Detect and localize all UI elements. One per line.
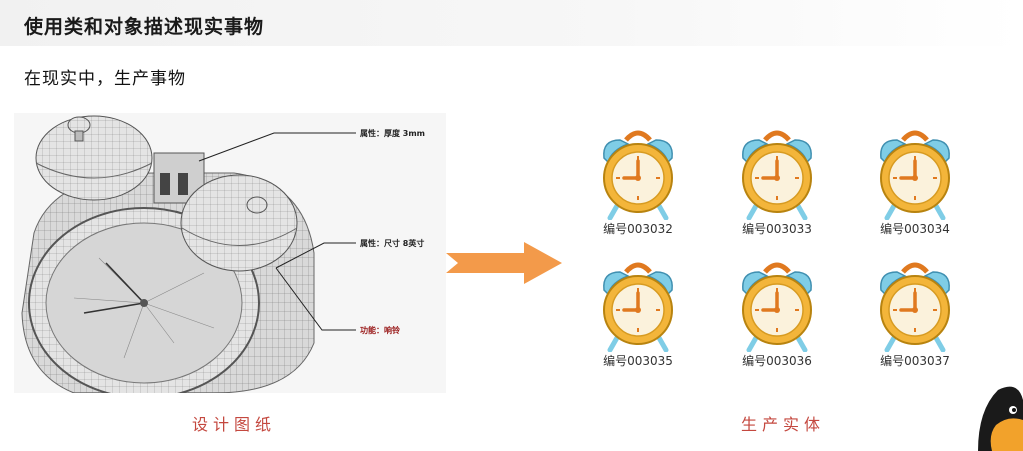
subtitle: 在现实中，生产事物 [24, 69, 186, 89]
clock-serial-label: 编号003035 [603, 354, 673, 368]
right-arrow-icon [446, 242, 562, 284]
alarm-clock-icon [603, 130, 673, 220]
product-clock-item: 编号003034 [865, 128, 965, 238]
alarm-clock-icon [880, 130, 950, 220]
alarm-clock-icon [742, 130, 812, 220]
design-caption: 设计图纸 [192, 415, 277, 434]
products-caption: 生产实体 [741, 415, 826, 434]
product-clock-item: 编号003036 [727, 260, 827, 370]
penguin-mascot-icon [978, 386, 1023, 451]
title-bar: 使用类和对象描述现实事物 [0, 0, 1023, 46]
clock-serial-label: 编号003036 [742, 354, 812, 368]
product-clock-item: 编号003035 [588, 260, 688, 370]
clock-serial-label: 编号003033 [742, 222, 812, 236]
product-clock-item: 编号003037 [865, 260, 965, 370]
product-clock-item: 编号003032 [588, 128, 688, 238]
clock-serial-label: 编号003034 [880, 222, 950, 236]
alarm-clock-icon [603, 262, 673, 352]
alarm-clock-icon [742, 262, 812, 352]
callout-thickness: 属性：厚度 3mm [360, 129, 426, 138]
callout-size: 属性：尺寸 8英寸 [360, 239, 425, 248]
clock-serial-label: 编号003037 [880, 354, 950, 368]
alarm-clock-icon [880, 262, 950, 352]
wireframe-alarm-clock-image [21, 115, 356, 393]
product-clock-item: 编号003033 [727, 128, 827, 238]
clock-serial-label: 编号003032 [603, 222, 673, 236]
page-title: 使用类和对象描述现实事物 [24, 16, 265, 38]
callout-function: 功能：响铃 [360, 326, 400, 335]
design-drawing-panel: 属性：厚度 3mm 属性：尺寸 8英寸 功能：响铃 [14, 113, 446, 393]
